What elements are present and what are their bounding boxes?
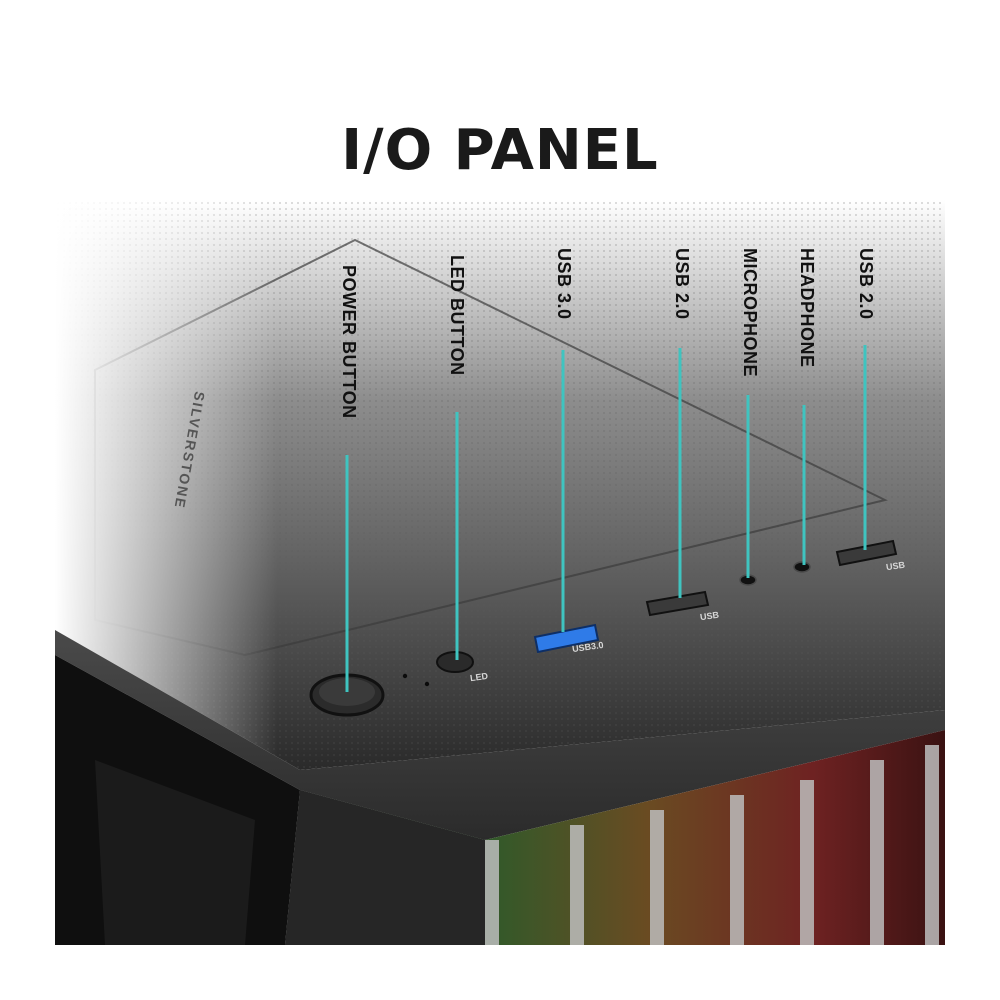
computer-case-illustration — [55, 200, 945, 945]
usb2-b-label: USB 2.0 — [856, 248, 876, 320]
usb3-port — [533, 623, 600, 654]
io-panel-photo — [55, 200, 945, 945]
led-button-label: LED BUTTON — [447, 255, 467, 376]
headphone-label: HEADPHONE — [797, 248, 817, 368]
case-front-bevel — [55, 630, 945, 840]
headphone-jack — [793, 561, 811, 573]
usb3-label: USB 3.0 — [554, 248, 574, 320]
usb2-port-a — [645, 590, 710, 617]
usb2-port-b — [835, 539, 898, 567]
power-button-label: POWER BUTTON — [339, 265, 359, 419]
usb2-a-label: USB 2.0 — [672, 248, 692, 320]
microphone-label: MICROPHONE — [740, 248, 760, 378]
page-title: I/O PANEL — [341, 118, 659, 183]
led-button — [436, 651, 474, 673]
